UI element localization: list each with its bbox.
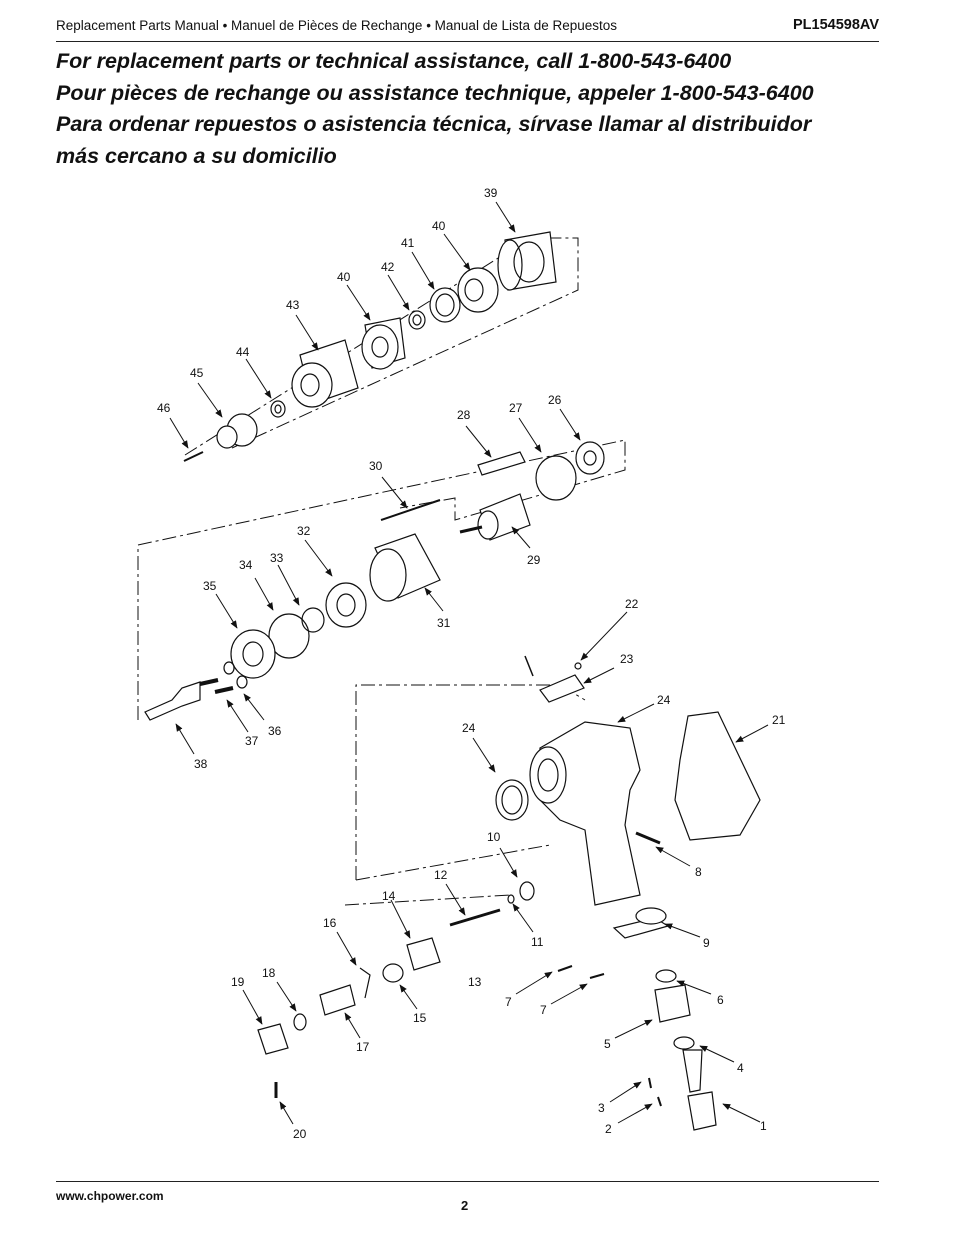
part-number: PL154598AV: [793, 17, 879, 33]
callout-40-bottom: 40: [337, 270, 351, 284]
callout-4: 4: [737, 1061, 744, 1075]
callout-20: 20: [293, 1127, 307, 1141]
callout-24-left: 24: [462, 721, 476, 735]
callout-37: 37: [245, 734, 259, 748]
callout-45: 45: [190, 366, 204, 380]
callout-19: 19: [231, 975, 245, 989]
callout-30: 30: [369, 459, 383, 473]
callout-36: 36: [268, 724, 282, 738]
header-rule: [56, 41, 879, 42]
callout-16: 16: [323, 916, 337, 930]
callout-2: 2: [605, 1122, 612, 1136]
callout-15: 15: [413, 1011, 427, 1025]
callout-44: 44: [236, 345, 250, 359]
callout-29: 29: [527, 553, 541, 567]
page-header: Replacement Parts Manual • Manuel de Piè…: [56, 17, 879, 40]
callout-7-right: 7: [540, 1003, 547, 1017]
title-english: For replacement parts or technical assis…: [56, 49, 732, 73]
callout-43: 43: [286, 298, 300, 312]
callout-8: 9: [703, 936, 710, 950]
page-number: 2: [461, 1198, 469, 1213]
housing-group: [257, 655, 761, 1131]
footer-rule: [56, 1181, 879, 1182]
callout-5: 5: [604, 1037, 611, 1051]
callout-38: 38: [194, 757, 208, 771]
leader-arrows: [169, 201, 769, 1125]
callout-34: 34: [239, 558, 253, 572]
callout-22: 22: [625, 597, 639, 611]
callout-21: 21: [772, 713, 786, 727]
callout-24-right: 24: [657, 693, 671, 707]
title-french: Pour pièces de rechange ou assistance te…: [56, 80, 814, 105]
manual-title: Replacement Parts Manual • Manuel de Piè…: [56, 18, 618, 33]
callout-18: 18: [262, 966, 276, 980]
callout-17: 17: [356, 1040, 370, 1054]
callout-35: 35: [203, 579, 217, 593]
callout-13: 13: [468, 975, 482, 989]
callout-10: 10: [487, 830, 501, 844]
callout-12: 12: [434, 868, 448, 882]
callout-31: 31: [437, 616, 451, 630]
callout-33: 33: [270, 551, 284, 565]
callout-6: 6: [717, 993, 724, 1007]
callout-32: 32: [297, 524, 311, 538]
callout-28: 28: [457, 408, 471, 422]
contact-titles: For replacement parts or technical assis…: [56, 46, 896, 172]
callout-26: 26: [548, 393, 562, 407]
callout-9: 8: [695, 865, 702, 879]
title-spanish-line1: Para ordenar repuestos o asistencia técn…: [56, 112, 812, 136]
callout-27: 27: [509, 401, 523, 415]
callout-11: 11: [531, 935, 544, 949]
footer-url: www.chpower.com: [56, 1189, 164, 1203]
callout-23: 23: [620, 652, 634, 666]
title-spanish-line2: más cercano a su domicilio: [56, 143, 337, 168]
callout-labels: 39 40 41 42 40 43 44 45 46 26 27 28 30 3…: [157, 186, 786, 1141]
callout-1: 1: [760, 1119, 767, 1133]
callout-3: 3: [598, 1101, 605, 1115]
callout-7-left: 7: [505, 995, 512, 1009]
callout-42: 42: [381, 260, 395, 274]
motor-group: [144, 441, 605, 721]
callout-40-top: 40: [432, 219, 446, 233]
upper-gear-group: [183, 231, 557, 462]
callout-39: 39: [484, 186, 498, 200]
callout-46: 46: [157, 401, 171, 415]
callout-41: 41: [401, 236, 415, 250]
callout-14: 14: [382, 889, 396, 903]
